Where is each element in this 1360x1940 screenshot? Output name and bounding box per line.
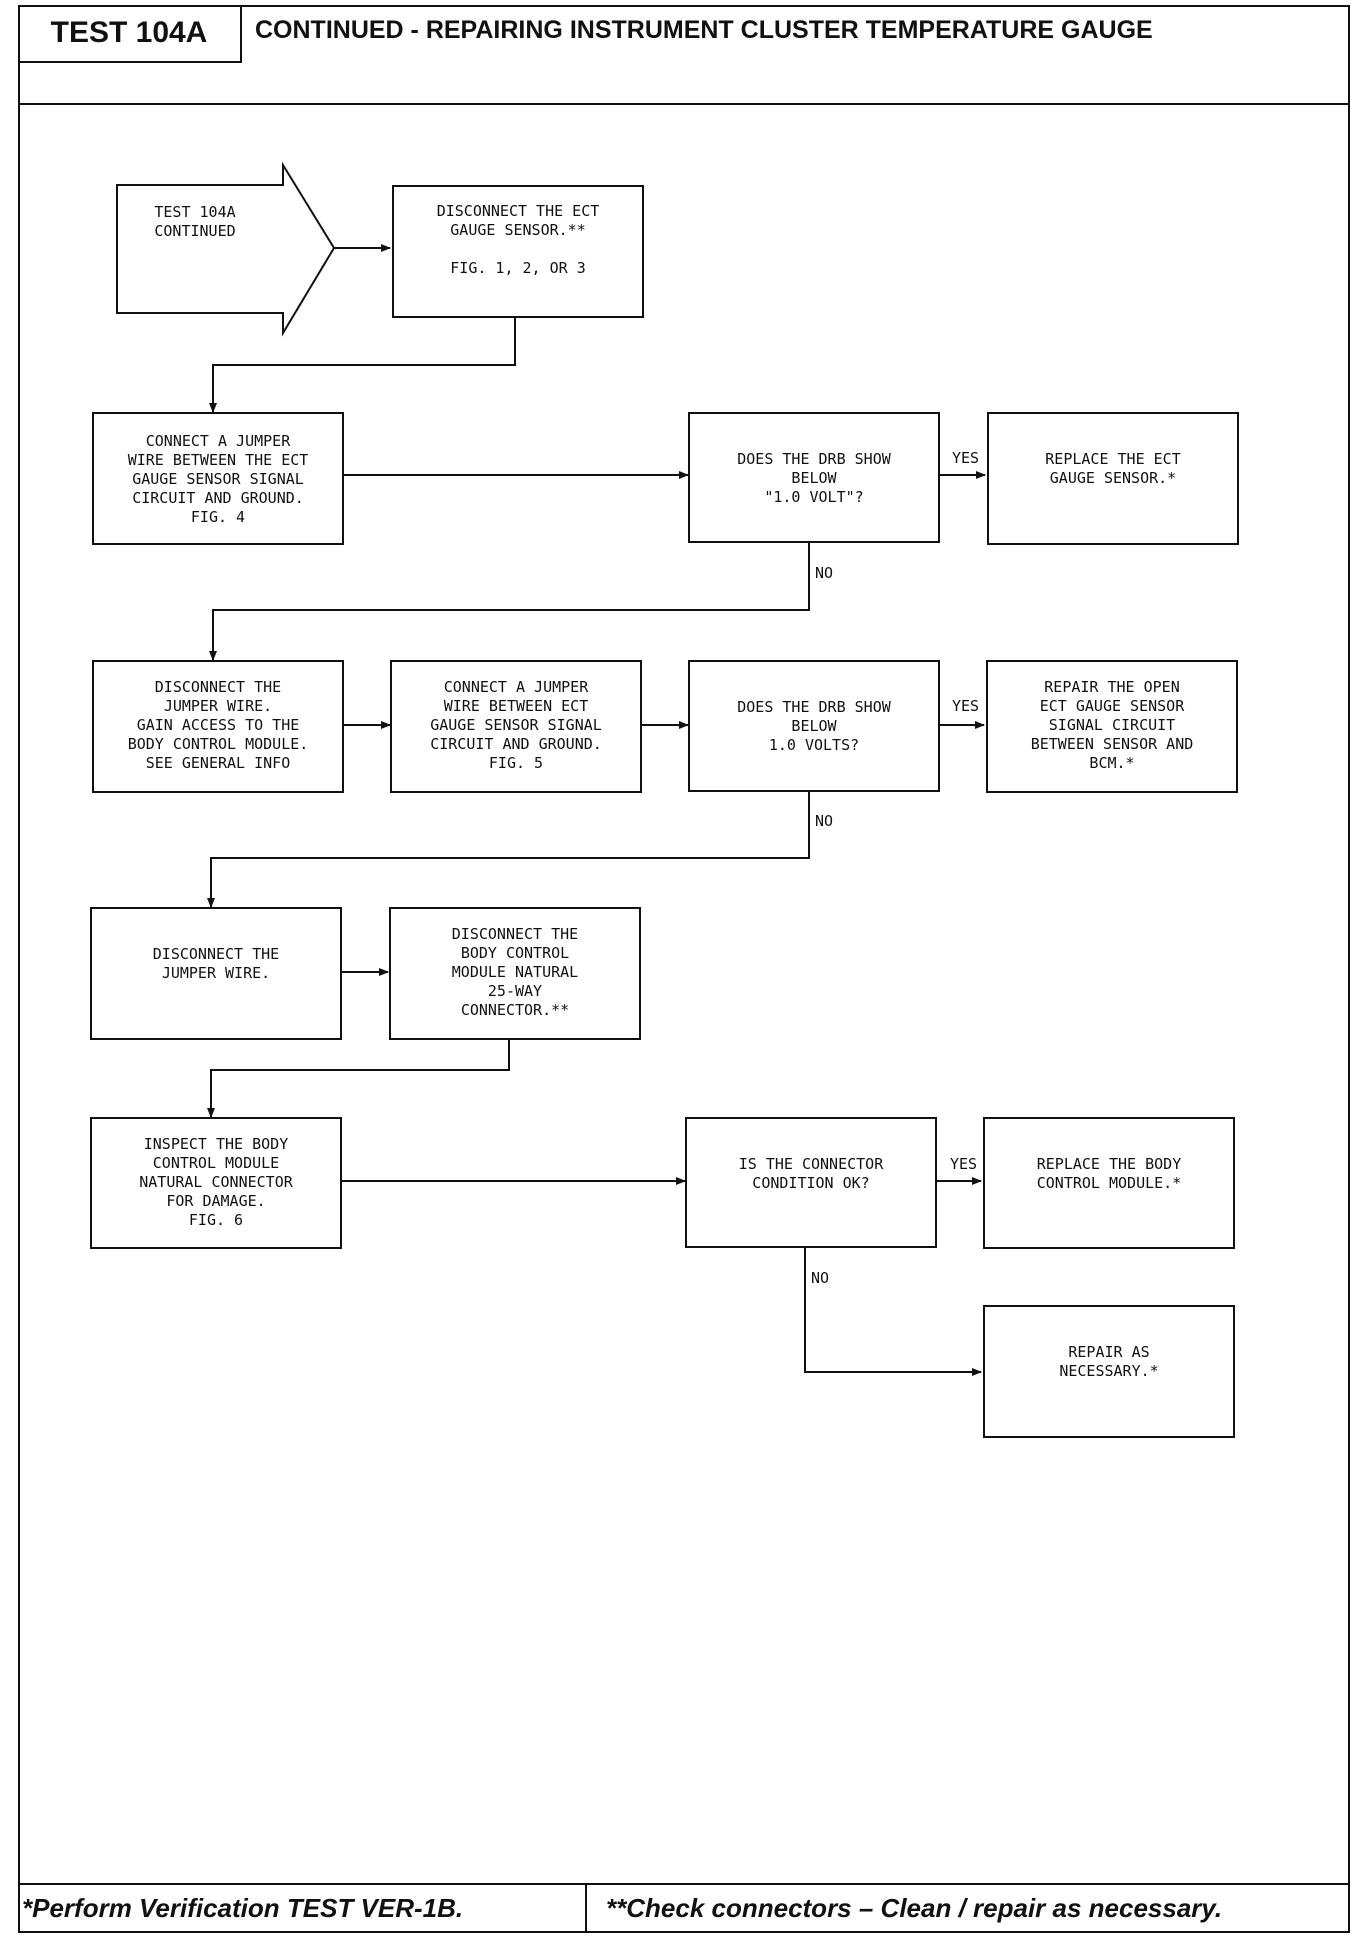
repair-as-necessary-box: REPAIR AS NECESSARY.* xyxy=(983,1305,1235,1438)
disconnect-ect-sensor-box: DISCONNECT THE ECT GAUGE SENSOR.** FIG. … xyxy=(392,185,644,318)
connect-jumper-box-1: CONNECT A JUMPER WIRE BETWEEN THE ECT GA… xyxy=(92,412,344,545)
replace-bcm-box: REPLACE THE BODY CONTROL MODULE.* xyxy=(983,1117,1235,1249)
connector-question-box: IS THE CONNECTOR CONDITION OK? xyxy=(685,1117,937,1248)
disconnect-bcm-connector-box: DISCONNECT THE BODY CONTROL MODULE NATUR… xyxy=(389,907,641,1040)
start-arrow-shape xyxy=(116,161,336,337)
replace-ect-sensor-box: REPLACE THE ECT GAUGE SENSOR.* xyxy=(987,412,1239,545)
no-label-3: NO xyxy=(811,1269,830,1287)
footer-row xyxy=(18,1883,1350,1933)
disconnect-jumper-box-2: DISCONNECT THE JUMPER WIRE. xyxy=(90,907,342,1040)
footnote-verification: *Perform Verification TEST VER-1B. xyxy=(22,1893,464,1923)
repair-open-circuit-box: REPAIR THE OPEN ECT GAUGE SENSOR SIGNAL … xyxy=(986,660,1238,793)
inspect-bcm-connector-box: INSPECT THE BODY CONTROL MODULE NATURAL … xyxy=(90,1117,342,1249)
start-label: TEST 104A CONTINUED xyxy=(154,203,236,240)
footer-divider xyxy=(585,1883,587,1933)
yes-label-3: YES xyxy=(950,1155,978,1173)
test-id: TEST 104A xyxy=(18,5,242,63)
yes-label-1: YES xyxy=(952,449,980,467)
disconnect-jumper-box-1: DISCONNECT THE JUMPER WIRE. GAIN ACCESS … xyxy=(92,660,344,793)
no-label-1: NO xyxy=(815,564,834,582)
footnote-connectors: **Check connectors – Clean / repair as n… xyxy=(606,1893,1223,1923)
page-frame xyxy=(18,5,1350,1933)
header-row xyxy=(18,5,1350,105)
drb-question-box-1: DOES THE DRB SHOW BELOW "1.0 VOLT"? xyxy=(688,412,940,543)
connect-jumper-box-2: CONNECT A JUMPER WIRE BETWEEN ECT GAUGE … xyxy=(390,660,642,793)
page-title: CONTINUED - REPAIRING INSTRUMENT CLUSTER… xyxy=(255,16,1153,44)
drb-question-box-2: DOES THE DRB SHOW BELOW 1.0 VOLTS? xyxy=(688,660,940,792)
yes-label-2: YES xyxy=(952,697,980,715)
no-label-2: NO xyxy=(815,812,834,830)
